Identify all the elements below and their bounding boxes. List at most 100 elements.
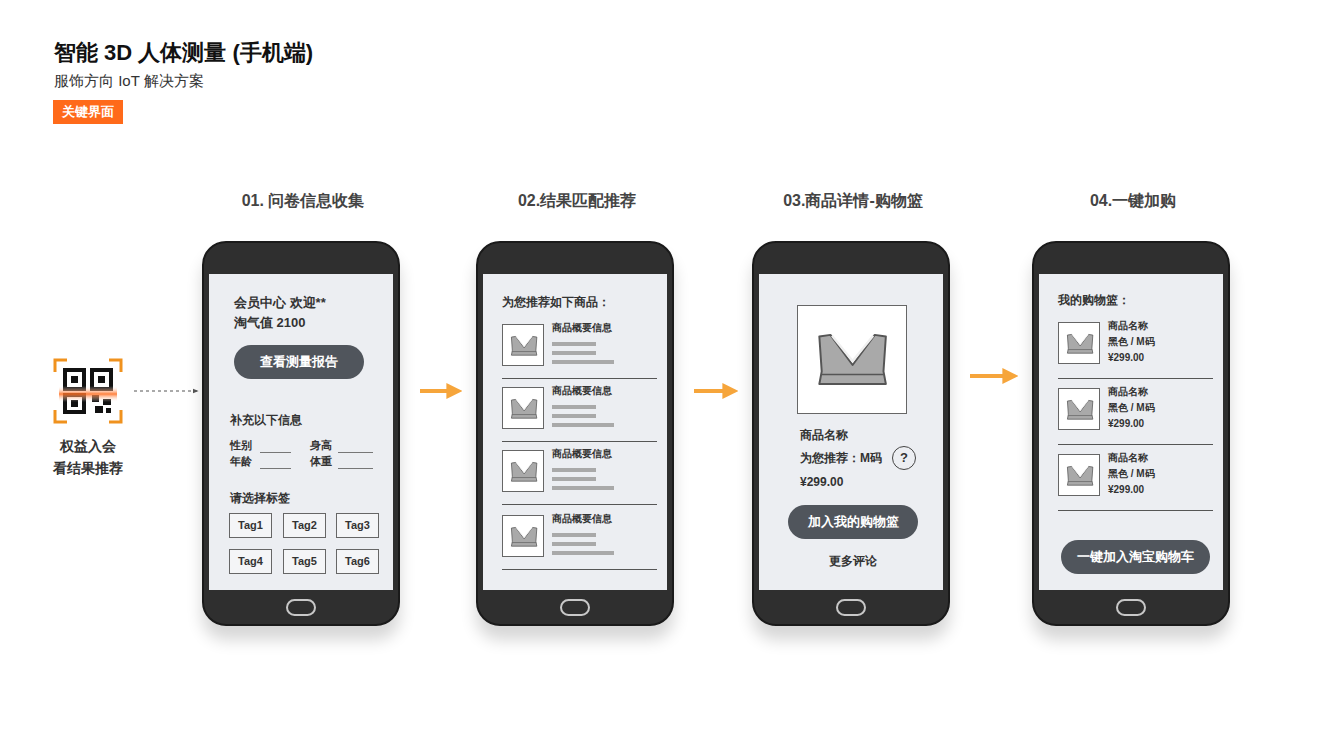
row-divider: [1058, 510, 1213, 511]
garment-icon: [1065, 329, 1095, 359]
label-text: 关键界面: [62, 104, 114, 120]
dashed-arrow: [134, 391, 198, 392]
label-text: Tag2: [292, 519, 317, 532]
label-text: 商品概要信息: [552, 448, 612, 460]
label-text: 商品名称: [1108, 452, 1148, 464]
text-placeholder-bar: [552, 405, 596, 409]
label-text: ¥299.00: [1108, 418, 1144, 430]
label-text: 淘气值 2100: [234, 315, 306, 331]
label-text: ¥299.00: [800, 475, 843, 489]
cart-row: 商品名称黑色 / M码 ¥299.00: [1058, 386, 1213, 445]
input-underline: [260, 468, 291, 469]
row-divider: [502, 378, 657, 379]
tag-chip: Tag1: [229, 513, 272, 538]
home-button: [560, 599, 590, 616]
text-placeholder-bar: [552, 360, 614, 364]
label-text: 商品概要信息: [552, 513, 612, 525]
label-text: 黑色 / M码: [1108, 468, 1155, 480]
qr-entry: 权益入会 看结果推荐: [50, 356, 126, 482]
text-placeholder-bar: [552, 351, 596, 355]
label-text: 我的购物篮：: [1058, 293, 1130, 307]
label-text: 一键加入淘宝购物车: [1077, 549, 1194, 565]
garment-icon: [509, 457, 539, 487]
action-button: 加入我的购物篮: [788, 505, 918, 539]
label-text: 商品概要信息: [552, 385, 612, 397]
label-text: 权益入会 看结果推荐: [52, 436, 124, 479]
label-text: 商品名称: [1108, 386, 1148, 398]
product-thumbnail: [502, 324, 544, 366]
text-placeholder-bar: [552, 477, 596, 481]
product-thumbnail: [502, 450, 544, 492]
label-text: ?: [900, 450, 908, 466]
label-text: 补充以下信息: [230, 413, 302, 427]
flow-arrow: [694, 389, 732, 393]
label-text: 黑色 / M码: [1108, 402, 1155, 414]
phone-screen: 02.结果匹配推荐为您推荐如下商品：商品概要信息商品概要信息商品概要信息商品概要…: [476, 241, 674, 626]
product-row: 商品概要信息: [502, 385, 657, 442]
label-text: 请选择标签: [230, 491, 290, 505]
text-placeholder-bar: [552, 423, 614, 427]
label-text: Tag1: [238, 519, 263, 532]
home-button: [1116, 599, 1146, 616]
garment-icon: [1065, 461, 1095, 491]
home-button: [286, 599, 316, 616]
flow-arrow: [420, 389, 456, 393]
garment-icon: [1065, 395, 1095, 425]
step-heading: 03.商品详情-购物篮: [724, 191, 982, 210]
row-divider: [1058, 444, 1213, 445]
label-text: 体重: [310, 455, 332, 468]
label-text: 加入我的购物篮: [808, 514, 899, 530]
tag-chip: Tag5: [283, 549, 326, 574]
phone-screen: 03.商品详情-购物篮商品名称为您推荐：M码¥299.00更多评论?加入我的购物…: [752, 241, 950, 626]
tag-chip: Tag6: [336, 549, 379, 574]
product-row: 商品概要信息: [502, 448, 657, 505]
label-text: 会员中心 欢迎**: [234, 295, 326, 311]
action-button: 一键加入淘宝购物车: [1061, 540, 1210, 574]
row-divider: [1058, 378, 1213, 379]
garment-icon: [509, 522, 539, 552]
cart-row: 商品名称黑色 / M码 ¥299.00: [1058, 320, 1213, 379]
label-text: 商品名称: [1108, 320, 1148, 332]
product-thumbnail: [1058, 388, 1100, 430]
text-placeholder-bar: [552, 342, 596, 346]
phone-screen: 04.一键加购我的购物篮：商品名称黑色 / M码¥299.00商品名称黑色 / …: [1032, 241, 1230, 626]
garment-icon: [509, 394, 539, 424]
home-button: [836, 599, 866, 616]
label-text: 性别: [230, 439, 252, 452]
tag-chip: Tag3: [336, 513, 379, 538]
input-underline: [260, 452, 291, 453]
label-text: ¥299.00: [1108, 484, 1144, 496]
help-circle: ?: [892, 446, 916, 470]
text-placeholder-bar: [552, 551, 614, 555]
row-divider: [502, 441, 657, 442]
text-placeholder-bar: [552, 414, 596, 418]
product-row: 商品概要信息: [502, 513, 657, 570]
label-text: Tag4: [238, 555, 263, 568]
text-placeholder-bar: [552, 468, 596, 472]
label-text: Tag5: [292, 555, 317, 568]
action-button: 查看测量报告: [234, 345, 364, 379]
phone-screen: 01. 问卷信息收集会员中心 欢迎**淘气值 2100补充以下信息性别身高年龄体…: [202, 241, 400, 626]
tag-chip: Tag4: [229, 549, 272, 574]
input-underline: [338, 452, 373, 453]
text-placeholder-bar: [552, 542, 596, 546]
product-thumbnail: [502, 387, 544, 429]
label-text: 商品概要信息: [552, 322, 612, 334]
label-text: Tag3: [345, 519, 370, 532]
qr-code-icon: [53, 358, 123, 424]
label-text: Tag6: [345, 555, 370, 568]
product-thumbnail: [797, 305, 907, 414]
label-text: 黑色 / M码: [1108, 336, 1155, 348]
label-text: 为您推荐：M码: [800, 451, 882, 465]
page-title: 智能 3D 人体测量 (手机端): [54, 38, 313, 68]
product-thumbnail: [1058, 454, 1100, 496]
garment-icon: [813, 321, 892, 399]
label-text: 年龄: [230, 455, 252, 468]
label-text: ¥299.00: [1108, 352, 1144, 364]
label-text: 商品名称: [800, 428, 848, 442]
flow-arrow: [970, 374, 1012, 378]
cart-row: 商品名称黑色 / M码 ¥299.00: [1058, 452, 1213, 511]
row-divider: [502, 504, 657, 505]
step-heading: 02.结果匹配推荐: [448, 191, 706, 210]
